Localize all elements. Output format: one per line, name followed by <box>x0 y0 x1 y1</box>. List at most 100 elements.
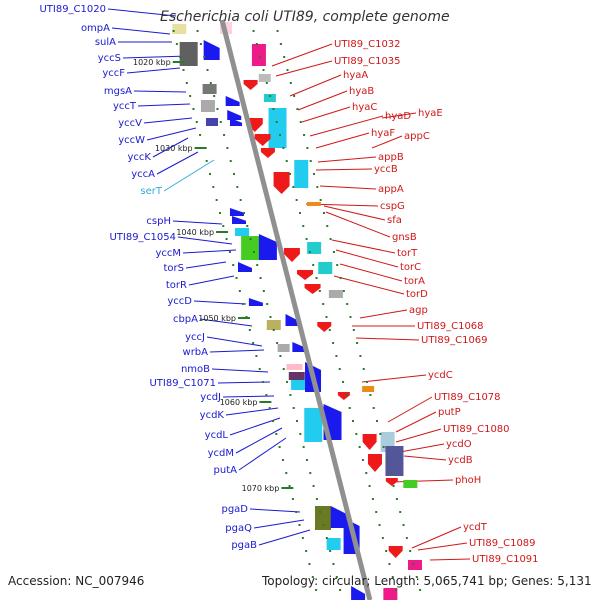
left-leader-line <box>143 117 193 124</box>
gene-block <box>326 538 341 550</box>
right-gene-label: agp <box>409 305 428 316</box>
forward-gene-arrow <box>248 298 263 306</box>
right-gene-label: torA <box>404 276 425 287</box>
right-gene-label: hyaA <box>343 70 368 81</box>
track-dot <box>302 225 305 227</box>
track-dot <box>276 342 279 344</box>
track-dot <box>272 108 275 110</box>
left-leader-line <box>172 220 223 225</box>
track-dot <box>348 407 351 409</box>
right-gene-label: UTI89_C1068 <box>417 321 484 332</box>
track-dot <box>262 290 265 292</box>
reverse-gene-arrow <box>297 270 314 280</box>
left-leader-line <box>163 159 215 192</box>
track-dot <box>332 251 335 253</box>
track-dot <box>349 316 352 318</box>
gene-block <box>179 42 198 66</box>
backbone-line <box>219 19 373 600</box>
track-dot <box>346 303 349 305</box>
right-gene-label: hyaB <box>349 86 374 97</box>
track-dot <box>258 368 261 370</box>
track-dot <box>298 524 301 526</box>
left-gene-label: yccW <box>118 135 145 146</box>
reverse-gene-arrow <box>304 284 321 294</box>
left-gene-label: yccA <box>131 169 155 180</box>
track-dot <box>309 160 312 162</box>
track-dot <box>371 498 374 500</box>
track-dot <box>215 199 218 201</box>
left-leader-line <box>253 519 305 529</box>
track-dot <box>242 212 245 214</box>
left-gene-label: ycdL <box>205 430 229 441</box>
reverse-gene-arrow <box>362 434 377 450</box>
gene-block <box>328 290 343 298</box>
track-dot <box>342 290 345 292</box>
left-gene-label: UTI89_C1071 <box>149 378 216 389</box>
track-dot <box>286 69 289 71</box>
track-dot <box>192 108 195 110</box>
left-leader-line <box>185 261 227 269</box>
track-dot <box>352 420 354 422</box>
track-dot <box>272 329 275 331</box>
track-dot <box>209 82 212 84</box>
right-gene-label: UTI89_C1069 <box>421 335 488 346</box>
right-gene-label: UTI89_C1078 <box>434 392 501 403</box>
track-dot <box>305 550 308 552</box>
gene-block <box>200 100 215 112</box>
track-dot <box>376 420 378 422</box>
left-leader-line <box>206 336 263 347</box>
gene-block <box>314 506 331 530</box>
left-leader-line <box>235 427 283 454</box>
gene-block <box>258 74 271 82</box>
track-dot <box>196 30 199 32</box>
track-dot <box>268 407 271 409</box>
track-dot <box>248 329 251 331</box>
right-leader-line <box>319 185 377 190</box>
right-leader-line <box>325 211 391 238</box>
track-dot <box>311 576 314 578</box>
scale-tick-label: 1030 kbp <box>155 144 193 153</box>
track-dot <box>295 511 298 513</box>
left-gene-label: mgsA <box>104 86 132 97</box>
right-gene-label: ycdC <box>428 370 453 381</box>
left-gene-label: pgaD <box>221 504 248 515</box>
gene-block <box>172 24 187 34</box>
track-dot <box>419 589 422 591</box>
gene-block <box>407 560 422 570</box>
track-dot <box>329 550 332 552</box>
gene-block <box>263 94 276 102</box>
track-dot <box>365 472 368 474</box>
track-dot <box>212 186 215 188</box>
left-leader-line <box>182 249 237 254</box>
left-gene-label: wrbA <box>183 347 209 358</box>
track-dot <box>391 576 394 578</box>
track-dot <box>289 173 292 175</box>
track-dot <box>369 394 372 396</box>
track-dot <box>223 134 226 136</box>
right-gene-label: UTI89_C1035 <box>334 56 401 67</box>
track-dot <box>356 342 359 344</box>
track-dot <box>415 576 418 578</box>
track-dot <box>292 407 295 409</box>
right-leader-line <box>309 115 384 137</box>
track-dot <box>259 277 262 279</box>
forward-gene-arrow <box>229 208 244 216</box>
accession-text: Accession: NC_007946 <box>8 574 145 588</box>
right-leader-line <box>323 205 386 221</box>
track-dot <box>255 355 258 357</box>
track-dot <box>379 433 382 435</box>
track-dot <box>399 511 402 513</box>
left-gene-label: cspH <box>146 216 171 227</box>
left-leader-line <box>107 8 177 17</box>
left-leader-line <box>137 103 191 107</box>
track-dot <box>282 368 285 370</box>
track-dot <box>395 589 398 591</box>
track-dot <box>285 472 288 474</box>
track-dot <box>255 43 258 45</box>
right-leader-line <box>399 443 445 453</box>
track-dot <box>338 368 341 370</box>
left-gene-label: torS <box>164 263 185 274</box>
right-gene-label: UTI89_C1089 <box>469 538 536 549</box>
